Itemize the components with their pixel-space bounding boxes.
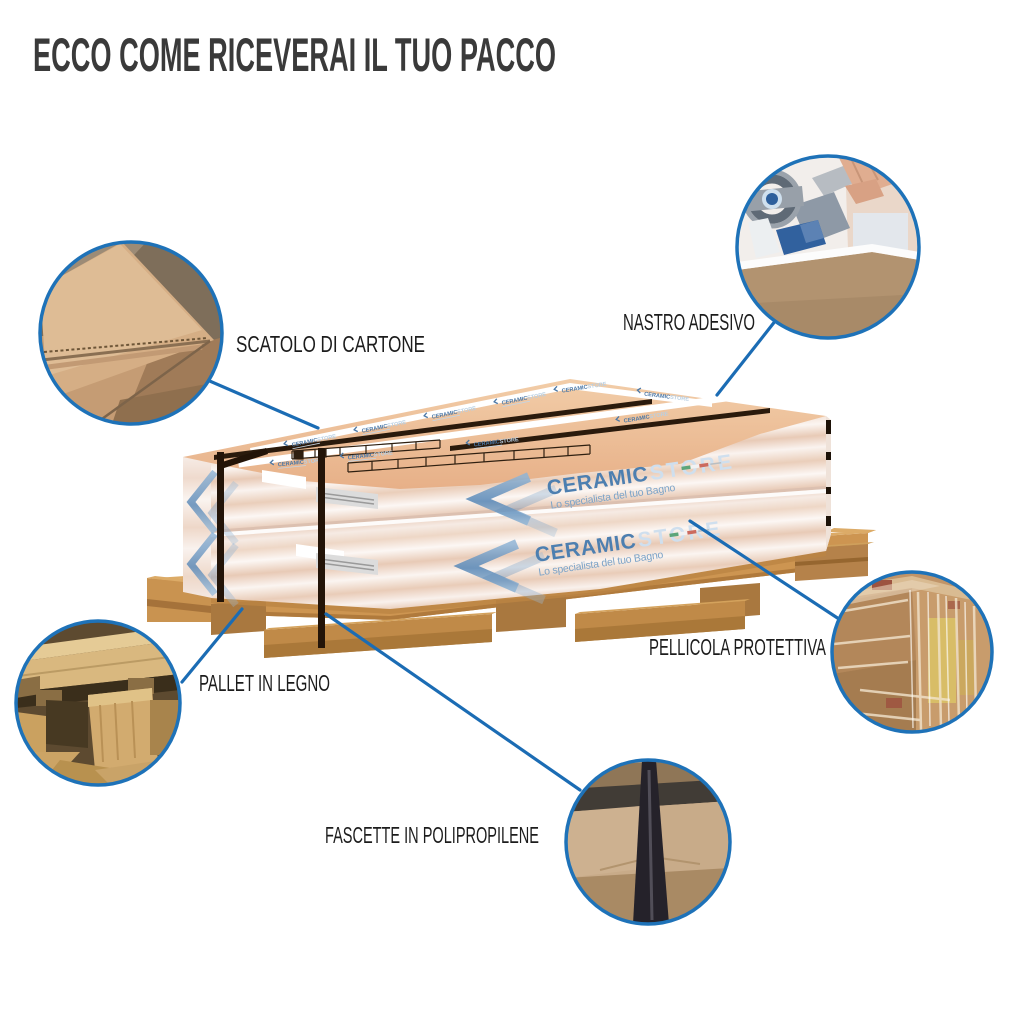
svg-text:STORE: STORE [499, 437, 519, 445]
svg-text:CERAMIC: CERAMIC [431, 410, 458, 421]
svg-text:STORE: STORE [303, 458, 323, 466]
svg-text:STORE: STORE [527, 392, 547, 402]
svg-text:CERAMIC: CERAMIC [278, 460, 305, 469]
svg-text:STORE: STORE [457, 406, 477, 416]
svg-text:CERAMIC: CERAMIC [348, 453, 375, 462]
svg-text:PELLICOLA PROTETTIVA: PELLICOLA PROTETTIVA [649, 634, 826, 660]
svg-text:CERAMIC: CERAMIC [561, 385, 588, 395]
svg-text:CERAMIC: CERAMIC [361, 424, 388, 435]
svg-text:CERAMIC: CERAMIC [644, 392, 671, 401]
svg-text:ECCO COME RICEVERAI IL TUO PAC: ECCO COME RICEVERAI IL TUO PACCO [33, 28, 556, 81]
svg-text:PALLET IN LEGNO: PALLET IN LEGNO [199, 670, 330, 696]
svg-text:SCATOLO DI CARTONE: SCATOLO DI CARTONE [236, 331, 425, 357]
svg-text:FASCETTE IN POLIPROPILENE: FASCETTE IN POLIPROPILENE [325, 822, 539, 848]
svg-text:STORE: STORE [317, 434, 337, 444]
svg-text:CERAMIC: CERAMIC [474, 439, 501, 448]
svg-text:CERAMIC: CERAMIC [501, 396, 528, 407]
svg-text:STORE: STORE [587, 382, 607, 391]
svg-text:STORE: STORE [373, 450, 393, 458]
svg-text:STORE: STORE [387, 420, 407, 430]
svg-text:STORE: STORE [670, 395, 690, 403]
svg-text:CERAMIC: CERAMIC [291, 438, 318, 449]
svg-text:CERAMIC: CERAMIC [623, 414, 650, 424]
svg-text:STORE: STORE [649, 411, 669, 420]
svg-text:NASTRO ADESIVO: NASTRO ADESIVO [623, 309, 755, 335]
